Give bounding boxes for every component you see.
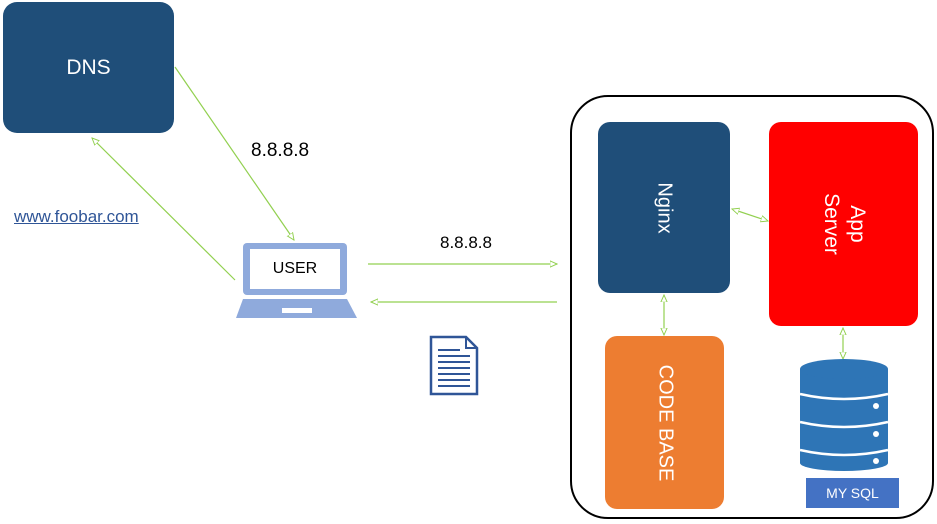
database-icon (799, 359, 889, 471)
ip-address-label-dns: 8.8.8.8 (251, 140, 310, 161)
document-icon (429, 335, 479, 396)
app-server-node: App Server (769, 122, 918, 326)
nginx-node: Nginx (598, 122, 730, 293)
ip-address-label-request: 8.8.8.8 (440, 233, 492, 252)
user-node: USER (249, 248, 341, 290)
server-container (570, 95, 934, 519)
arrow-nginx-app-server (732, 209, 768, 221)
arrow-dns-to-user (174, 66, 294, 240)
code-base-node: CODE BASE (605, 336, 724, 509)
user-label: USER (272, 260, 318, 277)
laptop-icon (236, 243, 357, 318)
dns-label: DNS (66, 55, 111, 79)
dns-node: DNS (3, 2, 174, 133)
database-label: MY SQL (826, 485, 879, 501)
arrow-user-to-dns (92, 138, 236, 281)
domain-link[interactable]: www.foobar.com (14, 207, 139, 226)
database-node: MY SQL (806, 478, 899, 508)
